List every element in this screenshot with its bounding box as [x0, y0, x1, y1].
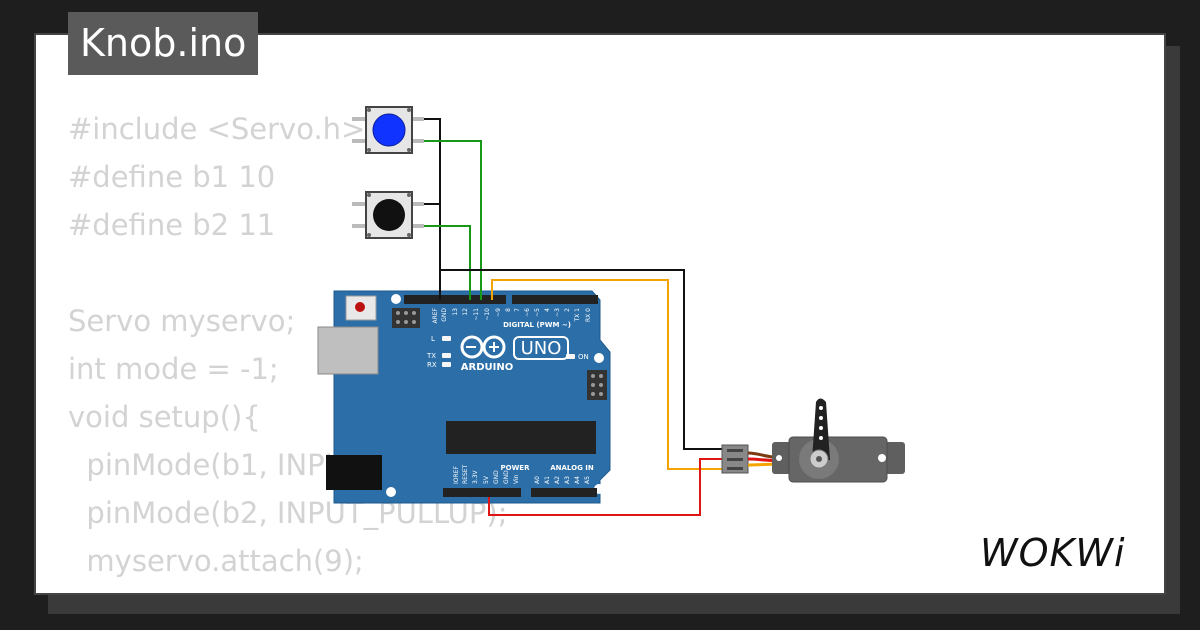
power-label: POWER: [501, 464, 531, 472]
code-line: myservo.attach(9);: [68, 544, 364, 578]
board-model: UNO: [521, 338, 562, 359]
led-rx-label: RX: [427, 361, 437, 369]
pin-label: 7: [514, 308, 521, 312]
pin-label: A3: [564, 476, 571, 484]
servo-motor[interactable]: [721, 398, 905, 483]
pin-label: ~11: [473, 308, 480, 321]
uno-badge: [513, 336, 569, 360]
pin-label: A4: [574, 476, 581, 484]
pin-label: 12: [462, 308, 469, 316]
pin-label: ~10: [484, 308, 491, 321]
board-brand: ARDUINO: [461, 362, 513, 373]
code-line: #include <Servo.h>: [68, 112, 366, 146]
power-jack: [326, 455, 382, 490]
pin-label: RESET: [462, 464, 469, 484]
pin-label: 2: [564, 308, 571, 312]
led-l: [442, 336, 451, 341]
wire-ground-b1: [424, 118, 441, 300]
pin-label: TX 1: [574, 308, 581, 323]
button-cap-blue: [372, 113, 406, 147]
usb-port: [317, 326, 379, 375]
header-power: [443, 488, 521, 497]
pin-label: 4: [544, 308, 551, 312]
push-button-b1[interactable]: [352, 106, 424, 154]
led-l-label: L: [431, 335, 435, 343]
wire-servo-power: [488, 458, 724, 516]
pin-label: 13: [452, 308, 459, 316]
wire-signal-b1: [424, 140, 482, 300]
wokwi-logo-text: WOKWi: [980, 531, 1126, 575]
arduino-uno-board[interactable]: UNO ARDUINO DIGITAL (PWM ~) POWER ANALOG…: [317, 290, 611, 504]
code-line: void setup(){: [68, 400, 261, 434]
code-line: Servo myservo;: [68, 304, 296, 338]
pin-label: GND: [493, 470, 500, 484]
pin-label: 5V: [483, 475, 490, 484]
pin-label: GND: [503, 470, 510, 484]
pin-label: Vin: [513, 474, 520, 484]
pin-label: 8: [505, 308, 512, 312]
header-top-right: [512, 295, 598, 304]
push-button-b2[interactable]: [352, 191, 424, 239]
pin-label: A1: [544, 476, 551, 484]
pin-label: ~5: [534, 308, 541, 317]
pin-label: ~3: [554, 308, 561, 317]
wokwi-logo: WOKWi: [980, 531, 1126, 575]
pin-label: ~9: [495, 308, 502, 317]
code-line: int mode = -1;: [68, 352, 279, 386]
wire-ground-servo: [440, 269, 724, 450]
mounting-hole: [386, 487, 396, 497]
wire-ground-b2: [424, 203, 441, 300]
pin-label: 3.3V: [472, 469, 479, 484]
pin-label: A5: [584, 476, 591, 484]
pin-label: IOREF: [453, 466, 460, 484]
pin-label: A0: [534, 476, 541, 484]
pin-label: ~6: [524, 308, 531, 317]
pin-label: AREF: [432, 307, 439, 323]
led-rx: [442, 362, 451, 367]
led-tx: [442, 353, 451, 358]
code-line: #define b2 11: [68, 208, 276, 242]
pin-label: A2: [554, 476, 561, 484]
icsp-header: [392, 308, 420, 328]
wire-signal-b2: [424, 225, 471, 300]
header-top-left: [404, 295, 506, 304]
atmega-chip: [446, 421, 596, 454]
mounting-hole: [594, 353, 604, 363]
led-tx-label: TX: [426, 352, 436, 360]
icsp-header-right: [587, 370, 607, 400]
arduino-logo-icon: [460, 335, 506, 359]
analog-label: ANALOG IN: [550, 464, 594, 472]
code-line: #define b1 10: [68, 160, 276, 194]
mounting-hole: [391, 294, 401, 304]
digital-label: DIGITAL (PWM ~): [503, 321, 571, 329]
button-cap-black: [373, 199, 405, 231]
led-on-label: ON: [578, 353, 589, 361]
header-analog: [531, 488, 597, 497]
pin-label: RX 0: [585, 308, 592, 322]
pin-label: GND: [441, 308, 448, 322]
project-title: Knob.ino: [68, 12, 258, 75]
wire-servo-signal: [491, 279, 724, 470]
reset-button-cap: [355, 302, 365, 312]
code-line: myservo.write(90);: [68, 585, 507, 593]
wires: [424, 118, 724, 516]
